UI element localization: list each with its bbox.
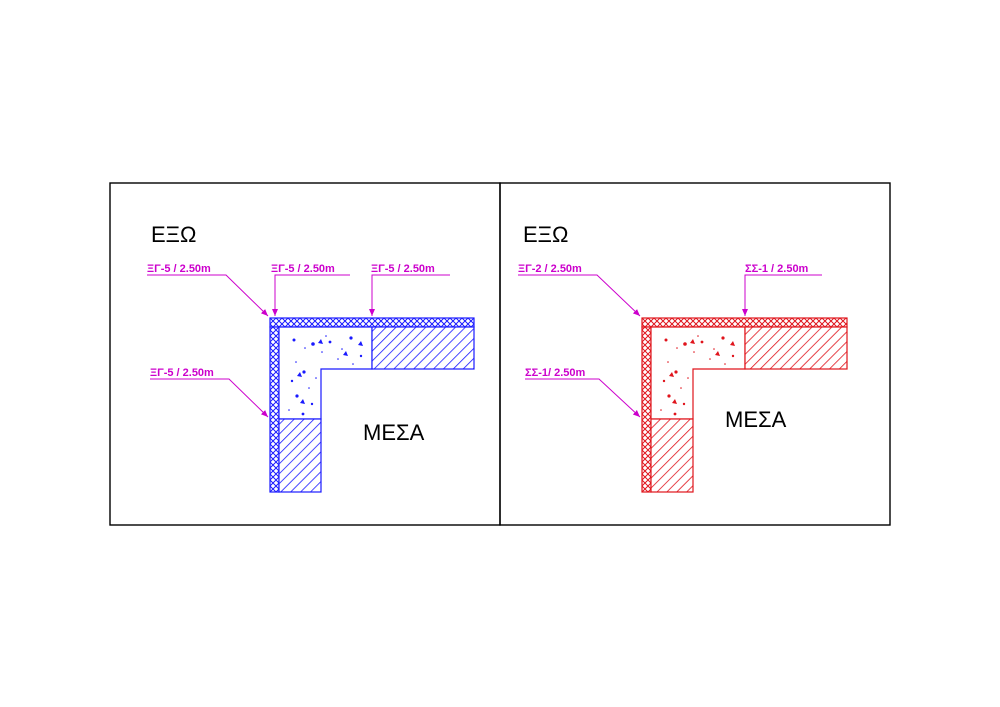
left-vertical-masonry-block bbox=[278, 418, 322, 493]
right-side-crosshatch-layer bbox=[641, 326, 652, 493]
left-callout-side: ΞΓ-5 / 2.50m bbox=[150, 367, 269, 418]
left-aggregate-dots bbox=[288, 335, 363, 416]
right-callout-corner-text: ΞΓ-2 / 2.50m bbox=[518, 263, 582, 275]
right-callout-side-text: ΣΣ-1/ 2.50m bbox=[525, 367, 586, 379]
right-callout-corner: ΞΓ-2 / 2.50m bbox=[518, 263, 641, 317]
left-wall-corner bbox=[269, 317, 475, 493]
left-callout-side-text: ΞΓ-5 / 2.50m bbox=[150, 367, 214, 379]
right-top-crosshatch-layer bbox=[641, 317, 848, 328]
right-horizontal-masonry-block bbox=[744, 326, 848, 370]
left-outside-label: ΕΞΩ bbox=[151, 222, 196, 247]
left-side-crosshatch-layer bbox=[269, 326, 280, 493]
left-callout-corner-text: ΞΓ-5 / 2.50m bbox=[147, 263, 211, 275]
right-callout-top-right: ΣΣ-1 / 2.50m bbox=[742, 263, 822, 316]
left-callout-top-right: ΞΓ-5 / 2.50m bbox=[369, 263, 450, 316]
right-vertical-masonry-block bbox=[650, 418, 694, 493]
left-callout-top-mid: ΞΓ-5 / 2.50m bbox=[271, 263, 350, 316]
left-inside-label: ΜΕΣΑ bbox=[363, 420, 425, 445]
right-inside-label: ΜΕΣΑ bbox=[725, 407, 787, 432]
left-callout-corner: ΞΓ-5 / 2.50m bbox=[147, 263, 269, 317]
right-aggregate-dots bbox=[660, 335, 735, 416]
left-callout-top-right-text: ΞΓ-5 / 2.50m bbox=[371, 263, 435, 275]
right-callout-top-right-text: ΣΣ-1 / 2.50m bbox=[745, 263, 809, 275]
left-callout-top-mid-text: ΞΓ-5 / 2.50m bbox=[271, 263, 335, 275]
left-horizontal-masonry-block bbox=[371, 326, 475, 370]
right-callout-side: ΣΣ-1/ 2.50m bbox=[525, 367, 641, 418]
right-wall-corner bbox=[641, 317, 848, 493]
right-outside-label: ΕΞΩ bbox=[523, 222, 568, 247]
left-top-crosshatch-layer bbox=[269, 317, 475, 328]
right-panel-frame bbox=[499, 182, 891, 526]
